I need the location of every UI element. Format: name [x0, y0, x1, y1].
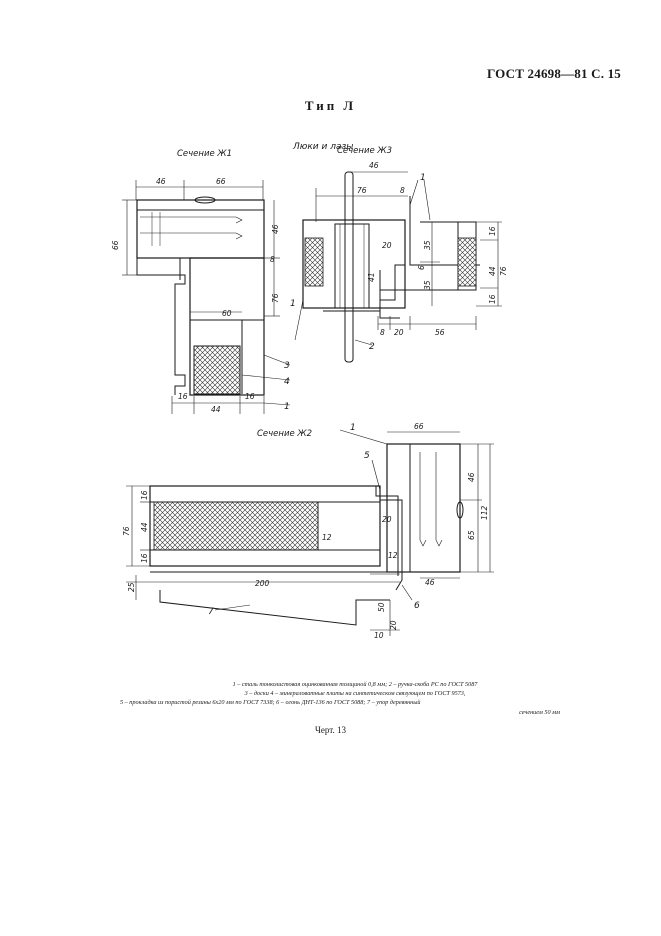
dim-zh1-2: 66 [111, 240, 120, 250]
section-zh2-drawing [126, 429, 494, 636]
dim-zh2-12: 25 [127, 582, 136, 592]
dim-zh1-1: 66 [216, 177, 226, 186]
group-title: Люки и лазы [292, 142, 353, 152]
dim-zh3-14: 56 [435, 328, 445, 337]
dim-zh3-4: 35 [423, 280, 432, 290]
dim-zh3-10: 6 [417, 265, 426, 270]
standard-header: ГОСТ 24698—81 С. 15 [487, 66, 621, 81]
dim-zh1-0: 46 [156, 177, 166, 186]
dim-zh2-6: 76 [122, 526, 131, 536]
dim-zh3-7: 76 [499, 266, 508, 276]
dim-zh3-6: 44 [488, 266, 497, 276]
section-zh3-drawing [294, 171, 502, 363]
callout-1-zh3-top: 1 [420, 173, 426, 183]
callout-1-zh1: 1 [284, 402, 290, 412]
dim-zh3-8: 16 [488, 294, 497, 304]
section-zh1-drawing [122, 180, 291, 414]
dim-zh1-8: 44 [211, 405, 221, 414]
callout-6: 6 [414, 601, 420, 611]
dim-zh1-4: 8 [270, 255, 275, 264]
dim-zh3-11: 41 [367, 272, 376, 282]
dim-zh2-1: 46 [467, 472, 476, 482]
callout-4: 4 [284, 377, 290, 387]
dim-zh2-2: 112 [480, 505, 489, 520]
legend-line-2: 3 – доски 4 – минераловатные плиты на си… [244, 690, 466, 698]
dim-zh2-3: 65 [467, 530, 476, 540]
dim-zh1-7: 16 [178, 392, 188, 401]
callout-5: 5 [364, 451, 370, 461]
callout-2: 2 [369, 342, 375, 352]
dim-zh2-7: 16 [140, 553, 149, 563]
type-title: Тип Л [304, 98, 357, 113]
callout-7: 7 [208, 607, 214, 617]
dim-zh3-5: 16 [488, 226, 497, 236]
dim-zh3-1: 76 [357, 186, 367, 195]
dim-zh3-12: 8 [380, 328, 385, 337]
dim-zh3-9: 20 [382, 241, 392, 250]
dim-zh2-14: 50 [377, 602, 386, 612]
dim-zh2-10: 12 [388, 551, 398, 560]
callout-1-zh3: 1 [290, 299, 296, 309]
figure-legend: 1 – сталь тонколистовая оцинкованная тол… [120, 680, 590, 717]
dim-zh2-4: 16 [140, 490, 149, 500]
dim-zh2-15: 10 [374, 631, 384, 640]
dim-zh2-8: 12 [322, 533, 332, 542]
dim-zh2-0: 66 [414, 422, 424, 431]
dim-zh1-6: 60 [222, 309, 232, 318]
section-zh1-title: Сечение Ж1 [177, 149, 232, 159]
dim-zh2-16: 20 [389, 620, 398, 630]
dim-zh3-3: 35 [423, 240, 432, 250]
dim-zh3-2: 8 [400, 186, 405, 195]
dim-zh1-3: 46 [271, 224, 280, 234]
legend-line-1: 1 – сталь тонколистовая оцинкованная тол… [232, 681, 478, 688]
dim-zh1-9: 16 [245, 392, 255, 401]
callout-1-zh2: 1 [350, 423, 356, 433]
callout-3: 3 [284, 361, 290, 371]
figure-caption: Черт. 13 [315, 725, 346, 735]
section-zh2-title: Сечение Ж2 [257, 429, 312, 439]
legend-line-3: 5 – прокладка из пористой резины 6х20 мм… [120, 699, 421, 707]
section-zh3-title: Сечение Ж3 [337, 146, 392, 156]
dim-zh3-13: 20 [394, 328, 404, 337]
dim-zh1-5: 76 [271, 293, 280, 303]
dim-zh2-5: 44 [140, 522, 149, 532]
legend-line-4: сечением 50 мм [519, 708, 560, 716]
dim-zh3-0: 46 [369, 161, 379, 170]
dim-zh2-11: 46 [425, 578, 435, 587]
dim-zh2-13: 200 [255, 579, 270, 588]
dim-zh2-9: 20 [382, 515, 392, 524]
